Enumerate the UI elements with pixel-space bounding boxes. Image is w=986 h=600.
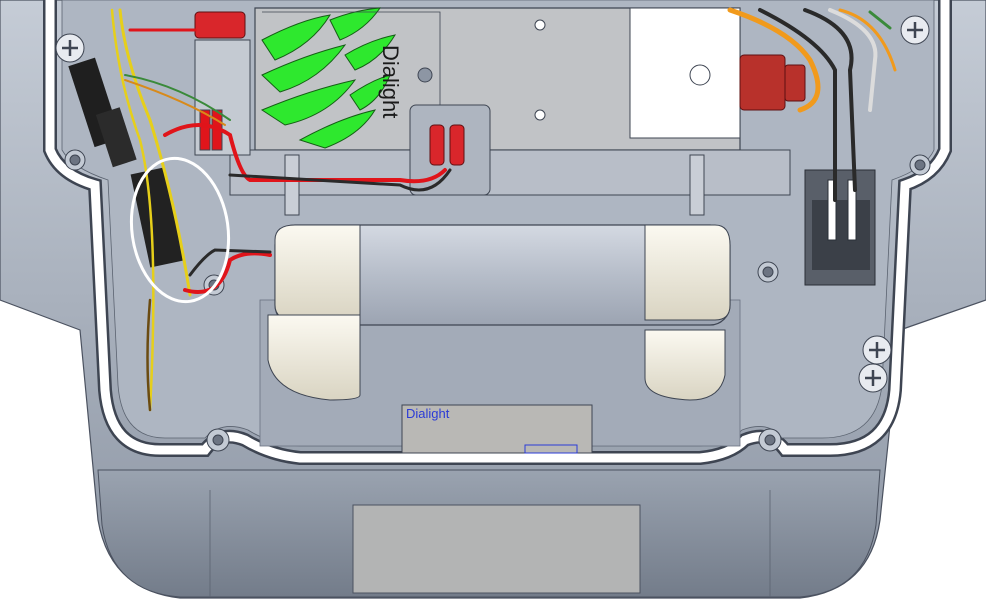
screw-right-b-icon <box>858 363 888 393</box>
screw-top-right-icon <box>900 15 930 45</box>
mounting-boss-icons <box>64 149 931 452</box>
white-module <box>629 7 741 139</box>
label-brand-text: Dialight <box>406 406 450 421</box>
spade-connector-icons <box>194 11 806 166</box>
screw-right-a-icon <box>862 335 892 365</box>
wire-harness <box>110 7 897 412</box>
highlight-circle <box>129 156 231 304</box>
green-heatsink <box>260 7 397 149</box>
screw-top-left-icon <box>55 33 85 63</box>
label-barcode-box <box>524 444 578 454</box>
front-label-plate <box>352 504 641 594</box>
partition-bracket <box>229 149 791 196</box>
battery-pack <box>267 224 731 401</box>
harness-connectors <box>68 57 185 268</box>
board-brand-text: Dialight <box>378 45 403 118</box>
